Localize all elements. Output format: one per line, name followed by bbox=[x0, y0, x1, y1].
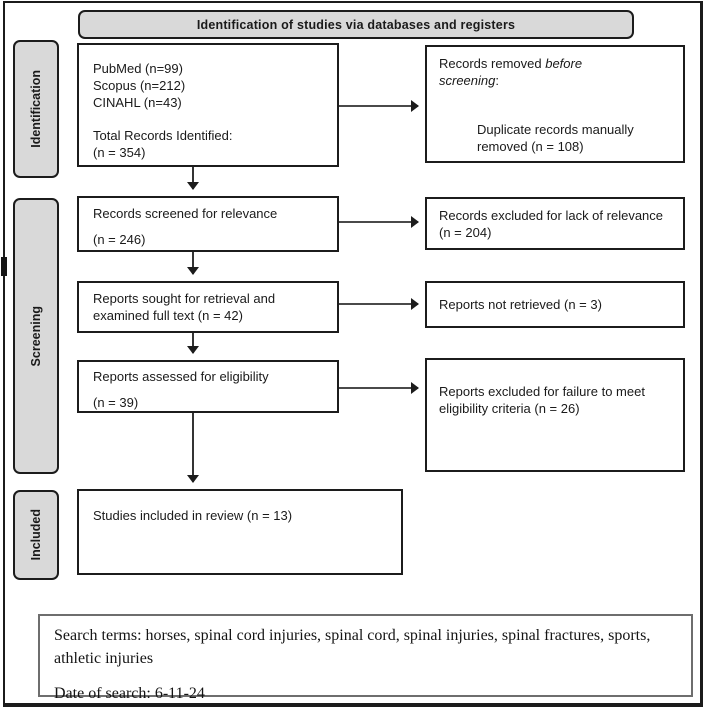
header-banner: Identification of studies via databases … bbox=[78, 10, 634, 39]
database-count-scopus: Scopus (n=212) bbox=[93, 77, 186, 93]
arrow-screened-to-sought bbox=[187, 252, 199, 275]
reports-assessed-count: (n = 39) bbox=[93, 394, 139, 410]
records-removed-prefix: Records removed bbox=[439, 56, 546, 71]
box-excluded-eligibility: Reports excluded for failure to meet eli… bbox=[425, 358, 685, 472]
stage-label-identification: Identification bbox=[13, 40, 59, 178]
arrow-sought-to-assessed bbox=[187, 333, 199, 354]
left-edge-artifact bbox=[1, 257, 7, 276]
duplicates-removed-text: Duplicate records manually removed (n = … bbox=[477, 121, 634, 154]
records-removed-heading: Records removed before screening: bbox=[439, 56, 644, 90]
box-reports-sought: Reports sought for retrieval and examine… bbox=[77, 281, 339, 333]
box-records-removed: Records removed before screening: Duplic… bbox=[425, 45, 685, 163]
records-removed-suffix: : bbox=[495, 72, 499, 88]
excluded-relevance-text: Records excluded for lack of relevance (… bbox=[439, 208, 664, 240]
search-terms-text: Search terms: horses, spinal cord injuri… bbox=[54, 627, 651, 667]
reports-sought-text: Reports sought for retrieval and examine… bbox=[93, 291, 276, 323]
database-count-pubmed: PubMed (n=99) bbox=[93, 61, 183, 76]
total-records-label: Total Records Identified: bbox=[93, 127, 233, 143]
search-terms-box: Search terms: horses, spinal cord injuri… bbox=[38, 614, 693, 702]
stage-label-included-text: Included bbox=[29, 509, 43, 561]
box-reports-not-retrieved: Reports not retrieved (n = 3) bbox=[425, 281, 685, 328]
records-screened-line1: Records screened for relevance bbox=[93, 206, 278, 221]
box-reports-assessed: Reports assessed for eligibility (n = 39… bbox=[77, 360, 339, 413]
records-removed-emphasis: before screening bbox=[439, 56, 583, 88]
box-studies-included: Studies included in review (n = 13) bbox=[77, 489, 403, 575]
arrow-sought-to-not-retrieved bbox=[339, 298, 419, 310]
arrow-assessed-to-included bbox=[187, 413, 199, 483]
excluded-eligibility-text: Reports excluded for failure to meet eli… bbox=[439, 384, 645, 416]
stage-label-screening-text: Screening bbox=[29, 305, 43, 367]
reports-not-retrieved-text: Reports not retrieved (n = 3) bbox=[439, 297, 602, 312]
records-screened-count: (n = 246) bbox=[93, 231, 146, 247]
database-count-cinahl: CINAHL (n=43) bbox=[93, 94, 182, 110]
date-of-search-text: Date of search: 6-11-24 bbox=[54, 685, 205, 703]
total-records-value: (n = 354) bbox=[93, 144, 146, 160]
arrow-screened-to-excluded bbox=[339, 216, 419, 228]
arrow-identified-to-removed bbox=[339, 100, 419, 112]
arrow-identified-to-screened bbox=[187, 167, 199, 190]
studies-included-text: Studies included in review (n = 13) bbox=[93, 508, 293, 523]
box-records-screened: Records screened for relevance (n = 246) bbox=[77, 196, 339, 252]
box-excluded-relevance: Records excluded for lack of relevance (… bbox=[425, 197, 685, 250]
stage-label-identification-text: Identification bbox=[29, 70, 43, 148]
stage-label-included: Included bbox=[13, 490, 59, 580]
arrow-assessed-to-excluded bbox=[339, 382, 419, 394]
box-records-identified: PubMed (n=99) Scopus (n=212) CINAHL (n=4… bbox=[77, 43, 339, 167]
stage-label-screening: Screening bbox=[13, 198, 59, 474]
reports-assessed-line1: Reports assessed for eligibility bbox=[93, 369, 269, 384]
header-title: Identification of studies via databases … bbox=[196, 17, 516, 32]
